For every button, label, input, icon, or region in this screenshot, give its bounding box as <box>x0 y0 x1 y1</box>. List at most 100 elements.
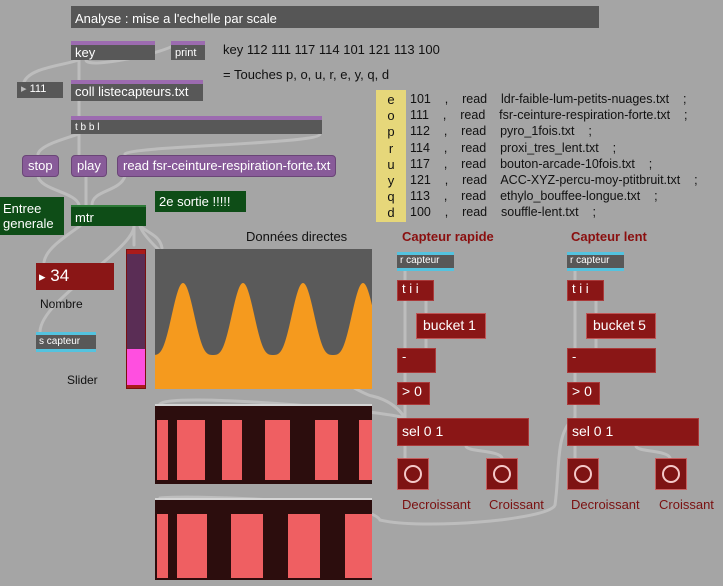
coll-object-label: coll listecapteurs.txt <box>75 84 189 99</box>
key-object[interactable]: key <box>71 41 155 60</box>
key-codes-comment: key 112 111 117 114 101 121 113 100 <box>223 42 440 57</box>
bang-decroissant-lent[interactable] <box>567 458 599 490</box>
read-file-message[interactable]: read fsr-ceinture-respiration-forte.txt <box>117 155 337 177</box>
preset-letter: p <box>387 124 395 140</box>
bang-decroissant-rapide[interactable] <box>397 458 429 490</box>
trigger-tbbl-object[interactable]: t b b l <box>71 116 322 134</box>
gate-display-top[interactable] <box>155 404 372 484</box>
receive-capteur-label: r capteur <box>400 255 440 266</box>
gate-bar <box>177 420 205 480</box>
print-object[interactable]: print <box>171 41 205 60</box>
gate-bar <box>157 514 168 578</box>
greater-than-zero-rapide[interactable]: > 0 <box>397 382 430 405</box>
bucket1-object[interactable]: bucket 1 <box>416 313 486 339</box>
coll-listing-line: 101 , read ldr-faible-lum-petits-nuages.… <box>410 92 687 106</box>
bang-circle-icon <box>662 465 680 483</box>
coll-listing-line: 111 , read fsr-ceinture-respiration-fort… <box>410 108 688 123</box>
vertical-slider[interactable] <box>126 249 146 389</box>
receive-capteur-lent[interactable]: r capteur <box>567 252 624 271</box>
deuxieme-sortie-comment: 2e sortie !!!!! <box>155 191 246 212</box>
receive-capteur-label: r capteur <box>570 255 610 266</box>
trigger-tii-label: t i i <box>572 281 589 296</box>
minus-label: - <box>402 349 407 364</box>
nombre-value: 34 <box>50 266 70 285</box>
gate-bar <box>288 514 320 578</box>
touches-comment: = Touches p, o, u, r, e, y, q, d <box>223 67 390 82</box>
entree-generale-label: Entree generale <box>0 197 64 235</box>
greater-than-label: > 0 <box>402 383 422 399</box>
gate-bar <box>359 420 372 480</box>
gate-bar <box>315 420 338 480</box>
decroissant-lent-caption: Decroissant <box>571 497 640 512</box>
nombre-comment: Nombre <box>40 297 83 311</box>
decroissant-rapide-caption: Decroissant <box>402 497 471 512</box>
gate-bar <box>157 420 168 480</box>
capteur-lent-heading: Capteur lent <box>571 229 647 244</box>
bucket5-label: bucket 5 <box>593 317 646 333</box>
key-object-label: key <box>75 45 96 60</box>
gate-bar <box>222 420 242 480</box>
select-01-lent[interactable]: sel 0 1 <box>567 418 699 446</box>
preset-letter: r <box>388 140 394 156</box>
mtr-object-label: mtr <box>75 210 94 225</box>
coll-object[interactable]: coll listecapteurs.txt <box>71 80 203 101</box>
gate-display-bottom[interactable] <box>155 498 372 580</box>
croissant-rapide-caption: Croissant <box>489 497 544 512</box>
select-01-rapide[interactable]: sel 0 1 <box>397 418 529 446</box>
number-box-111[interactable]: ▸ 111 <box>17 82 63 98</box>
preset-letter: e <box>387 92 395 107</box>
minus-object-rapide[interactable]: - <box>397 348 436 373</box>
gate-bar <box>231 514 263 578</box>
coll-listing-line: 113 , read ethylo_bouffee-longue.txt ; <box>410 189 658 204</box>
number-arrow-icon: ▸ <box>21 83 27 95</box>
trigger-tii-lent[interactable]: t i i <box>567 280 604 301</box>
preset-letter: d <box>387 205 395 221</box>
coll-listing-line: 121 , read ACC-XYZ-percu-moy-ptitbruit.t… <box>410 172 698 187</box>
gate-bar <box>265 420 290 480</box>
slider-fill <box>127 349 145 385</box>
bang-croissant-lent[interactable] <box>655 458 687 490</box>
bang-circle-icon <box>574 465 592 483</box>
minus-label: - <box>572 349 577 364</box>
greater-than-zero-lent[interactable]: > 0 <box>567 382 600 405</box>
trigger-tii-rapide[interactable]: t i i <box>397 280 434 301</box>
print-object-label: print <box>175 47 197 59</box>
play-message[interactable]: play <box>71 155 107 177</box>
number-box-value: 111 <box>29 83 47 95</box>
trigger-tii-label: t i i <box>402 281 419 296</box>
multislider-display[interactable] <box>155 249 372 389</box>
nombre-number-box[interactable]: ▸ 34 <box>36 263 114 290</box>
receive-capteur-rapide[interactable]: r capteur <box>397 252 454 271</box>
gate-bar <box>345 514 372 578</box>
bang-croissant-rapide[interactable] <box>486 458 518 490</box>
stop-message[interactable]: stop <box>22 155 59 177</box>
patch-title: Analyse : mise a l'echelle par scale <box>71 6 599 28</box>
slider-cap-top <box>127 250 145 254</box>
coll-listing-line: 112 , read pyro_1fois.txt ; <box>410 124 592 139</box>
bucket1-label: bucket 1 <box>423 317 476 333</box>
bucket5-object[interactable]: bucket 5 <box>586 313 656 339</box>
select-label: sel 0 1 <box>572 423 614 439</box>
greater-than-label: > 0 <box>572 383 592 399</box>
number-arrow-icon: ▸ <box>39 269 46 284</box>
coll-listing: 101 , read ldr-faible-lum-petits-nuages.… <box>410 92 723 219</box>
slider-comment: Slider <box>67 373 98 387</box>
mtr-object[interactable]: mtr <box>71 205 146 226</box>
send-capteur-object[interactable]: s capteur <box>36 332 96 352</box>
slider-cap-bottom <box>127 385 145 388</box>
gate-bar <box>177 514 207 578</box>
minus-object-lent[interactable]: - <box>567 348 656 373</box>
coll-listing-line: 100 , read souffle-lent.txt ; <box>410 205 596 220</box>
preset-letter: o <box>387 108 395 124</box>
select-label: sel 0 1 <box>402 423 444 439</box>
capteur-rapide-heading: Capteur rapide <box>402 229 494 244</box>
preset-letter: u <box>387 156 395 172</box>
waveform-area <box>155 283 372 389</box>
bang-circle-icon <box>493 465 511 483</box>
preset-letter: q <box>387 189 395 205</box>
preset-letter: y <box>387 172 395 188</box>
bang-circle-icon <box>404 465 422 483</box>
